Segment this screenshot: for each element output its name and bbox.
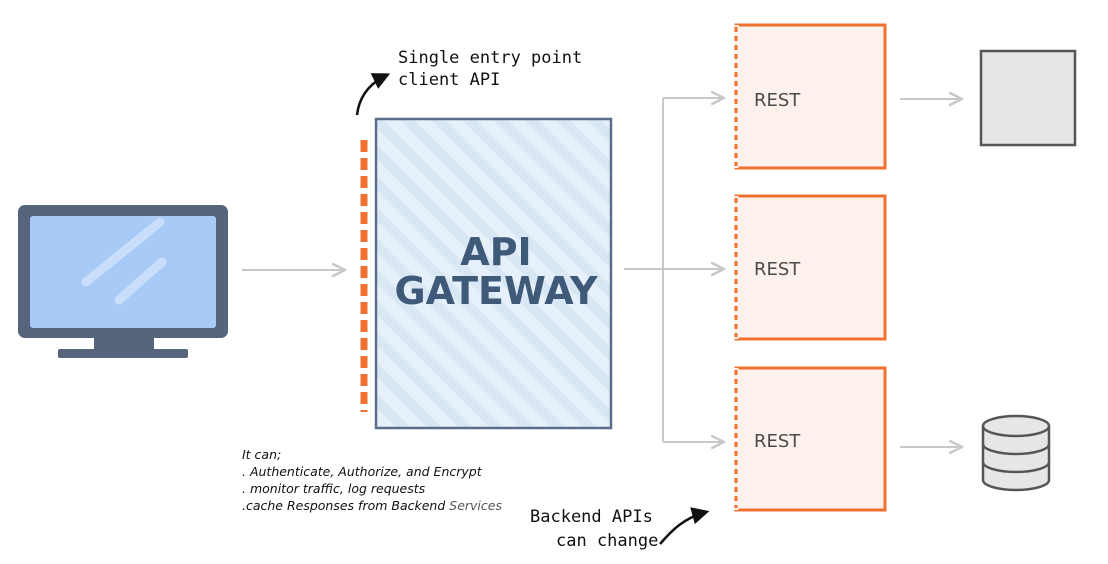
- note-line-2: . Authenticate, Authorize, and Encrypt: [242, 464, 482, 479]
- backend-annotation: Backend APIs can change: [530, 507, 710, 551]
- monitor-icon: [18, 205, 228, 358]
- note-line-3: . monitor traffic, log requests: [242, 481, 426, 496]
- capabilities-note: It can; . Authenticate, Authorize, and E…: [242, 446, 502, 514]
- rest-service-box-3: REST: [733, 366, 887, 512]
- api-gateway-box: API GATEWAY: [374, 117, 613, 430]
- note-line-4: .cache Responses from Backend Services: [242, 497, 502, 514]
- rest-label-2: REST: [754, 259, 801, 280]
- gateway-title-line2: GATEWAY: [394, 269, 598, 313]
- rest-label-3: REST: [754, 431, 801, 452]
- note-line-1: It can;: [242, 447, 282, 462]
- rest-service-box-1: REST: [733, 23, 887, 170]
- rest-label-1: REST: [754, 90, 801, 111]
- box-icon: [979, 49, 1077, 147]
- entry-point-annotation: Single entry point client API: [355, 48, 582, 116]
- backend-annotation-line1: Backend APIs: [530, 507, 653, 527]
- backend-annotation-line2: can change: [556, 531, 658, 551]
- entry-annotation-line1: Single entry point: [398, 48, 582, 68]
- note-line-4-main: .cache Responses from Backend: [242, 498, 450, 513]
- entry-annotation-line2: client API: [398, 70, 500, 90]
- gateway-title-line1: API: [460, 230, 531, 274]
- rest-service-box-2: REST: [733, 194, 887, 341]
- note-line-4-services: Services: [449, 498, 502, 513]
- gateway-to-services-connectors: [624, 98, 724, 442]
- database-icon: [981, 414, 1051, 492]
